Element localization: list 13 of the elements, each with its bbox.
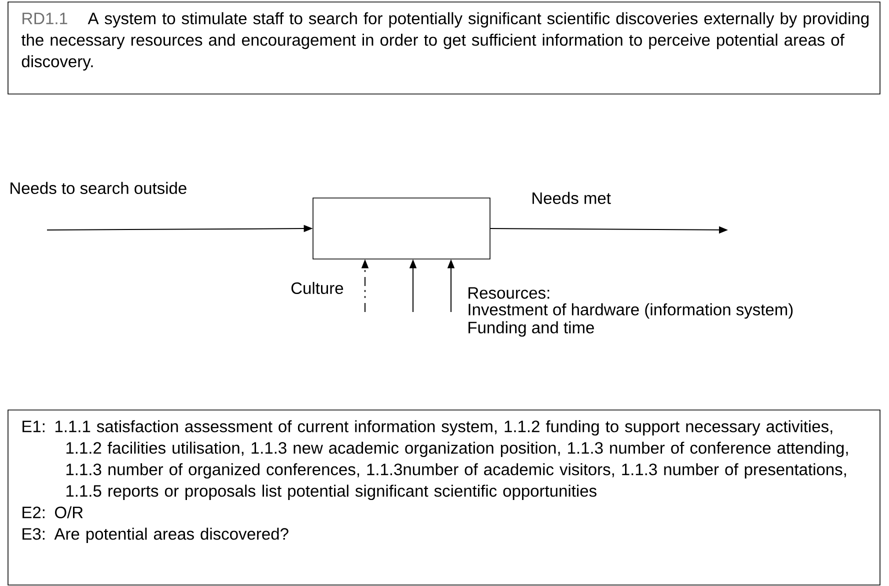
- edge-label: Culture: [291, 282, 344, 294]
- text-box: [8, 410, 880, 586]
- text: RD1.1 A system to stimulate staff to search for potentially significant scientific discoveries externally by providing the necessary resources and encouragement in order to get sufficient information to perceive potential areas of discovery.: [21, 12, 869, 71]
- label: Investment of hardware (information system): [468, 303, 793, 319]
- edge-label: Needs to search outside: [10, 182, 186, 194]
- label: Funding and time: [468, 321, 594, 337]
- process-box: [312, 198, 490, 260]
- edge-label: Needs met: [532, 192, 611, 204]
- text: E1: 1.1.1 satisfaction assessment of current information system, 1.1.2 funding to support necessary activities, 1.1.2 facilities utilisation, 1.1.3 new academic organization position, 1.1.3 number of conference attending, 1.1.3 number of organized conferences, 1.1.3number of academic visitors, 1.1.3 number of presentations, 1.1.5 reports or proposals list potential significant scientific opportunities: [22, 420, 848, 500]
- edge-label: Resources:: [468, 287, 550, 299]
- text: E2: O/R: [22, 506, 83, 518]
- text-box: [8, 2, 880, 94]
- text: E3: Are potential areas discovered?: [22, 528, 288, 544]
